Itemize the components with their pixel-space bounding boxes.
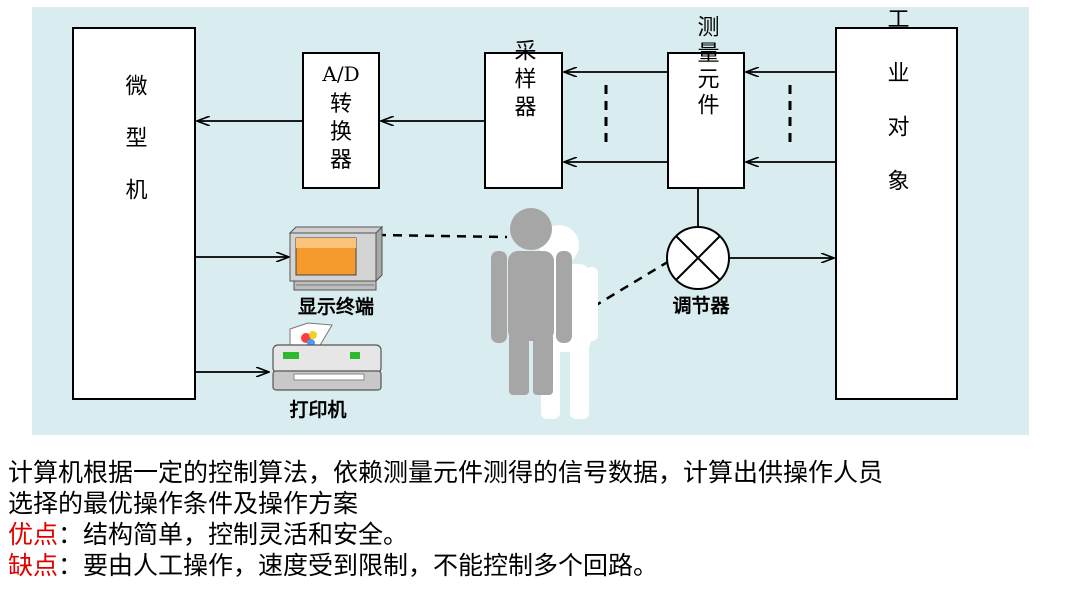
ad-label-line1: A/D xyxy=(321,62,359,86)
description-text: 计算机根据一定的控制算法，依赖测量元件测得的信号数据，计算出供操作人员 选择的最… xyxy=(8,457,1058,581)
microcomputer-label: 微型机 xyxy=(122,74,148,230)
sampler-label: 采样器 xyxy=(511,39,537,123)
ad-converter-box: A/D 转 换 器 xyxy=(302,52,380,189)
disadvantages-line: 缺点：要由人工操作，速度受到限制，不能控制多个回路。 xyxy=(8,550,1058,581)
printer-icon xyxy=(272,322,382,391)
regulator-valve-icon xyxy=(666,226,730,290)
sampler-box: 采样器 xyxy=(484,39,563,189)
signal-arrows xyxy=(195,72,836,372)
microcomputer-box: 微型机 xyxy=(72,27,196,400)
printer-caption: 打印机 xyxy=(289,398,346,421)
ad-label-line3: 换 xyxy=(330,120,352,145)
advantage-label: 优点 xyxy=(8,520,59,549)
description-line-1: 计算机根据一定的控制算法，依赖测量元件测得的信号数据，计算出供操作人员 xyxy=(8,458,884,487)
description-line-2: 选择的最优操作条件及操作方案 xyxy=(8,489,359,518)
advantages-line: 优点：结构简单，控制灵活和安全。 xyxy=(8,519,1058,550)
advantage-text: ：结构简单，控制灵活和安全。 xyxy=(58,520,409,549)
dashed-channel-lines xyxy=(376,85,792,309)
measuring-element-label: 测量元件 xyxy=(694,15,720,119)
operator-figure xyxy=(491,208,572,395)
display-terminal-caption: 显示终端 xyxy=(298,295,374,318)
ad-label-line2: 转 xyxy=(330,92,352,117)
industrial-object-label: 工业对象 xyxy=(884,7,910,223)
industrial-object-box: 工业对象 xyxy=(835,7,958,400)
measuring-element-box: 测量元件 xyxy=(667,15,745,189)
operator-person-icon xyxy=(491,208,598,419)
disadvantage-label: 缺点 xyxy=(8,551,59,580)
display-terminal-icon xyxy=(288,225,384,291)
regulator-caption: 调节器 xyxy=(672,295,730,317)
disadvantage-text: ：要由人工操作，速度受到限制，不能控制多个回路。 xyxy=(58,551,659,580)
diagram-panel: 微型机 A/D 转 换 器 采样器 测量元件 工业对象 xyxy=(32,7,1029,435)
ad-label-line4: 器 xyxy=(330,148,352,173)
dashed-link-display-operator xyxy=(376,233,508,239)
